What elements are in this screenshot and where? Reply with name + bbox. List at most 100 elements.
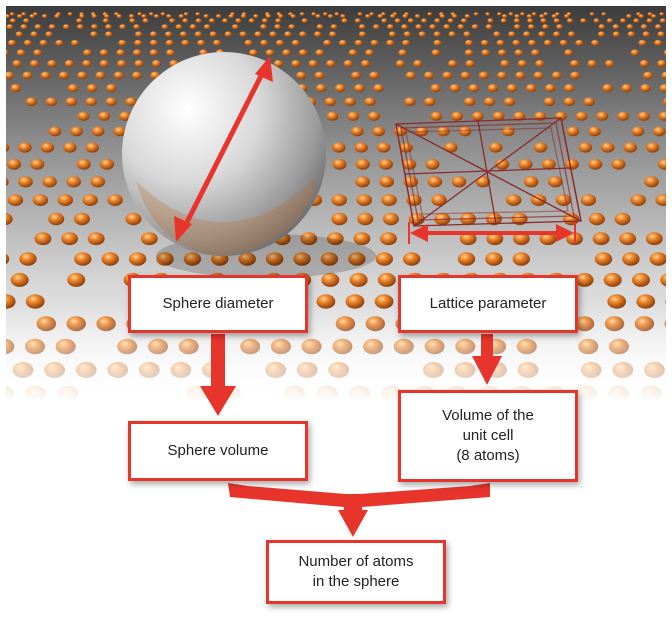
atom [298, 49, 308, 56]
atom [657, 31, 665, 37]
atom [40, 71, 51, 80]
atom [74, 212, 90, 226]
atom [555, 194, 572, 207]
atom [387, 24, 394, 30]
atom [637, 111, 650, 121]
atom [427, 176, 443, 188]
atom [447, 18, 454, 23]
atom [575, 39, 584, 46]
atom [527, 18, 534, 23]
atom [620, 18, 627, 23]
atom [358, 24, 366, 30]
atom [316, 24, 324, 30]
atom [299, 31, 307, 37]
atom [334, 12, 340, 16]
atom [395, 60, 405, 68]
atom [315, 49, 325, 56]
atom [394, 18, 401, 23]
atom [632, 272, 650, 287]
atom [347, 111, 360, 121]
atom [566, 232, 583, 246]
atom [373, 84, 384, 93]
atom [430, 84, 442, 93]
atom [105, 24, 112, 30]
atom [77, 24, 84, 30]
atom [364, 97, 376, 106]
atom [651, 14, 657, 19]
atom [350, 71, 361, 80]
atom [535, 60, 545, 68]
atom [531, 12, 537, 16]
atom [331, 194, 347, 207]
atom [118, 39, 127, 46]
atom [458, 126, 472, 137]
atom [517, 60, 527, 68]
atom [602, 84, 613, 93]
atom [475, 176, 491, 188]
atom [633, 18, 640, 23]
atom [21, 12, 26, 16]
atom [379, 158, 393, 170]
atom [551, 71, 562, 80]
atom [18, 176, 33, 188]
atom [324, 97, 336, 106]
atom [153, 14, 160, 19]
atom [18, 142, 32, 153]
atom [107, 194, 123, 207]
sphere-volume-box: Sphere volume [128, 421, 308, 481]
atom [113, 71, 124, 80]
atom [463, 97, 476, 106]
atom [149, 39, 158, 46]
atom [40, 142, 55, 153]
atom [451, 111, 463, 121]
atom [487, 18, 494, 23]
atom [291, 60, 301, 68]
atom [596, 111, 609, 121]
atom [646, 142, 660, 153]
atom [431, 49, 441, 56]
atom [99, 49, 109, 56]
atom [627, 31, 635, 37]
atom [588, 126, 601, 137]
atom [265, 252, 284, 266]
atom [403, 31, 411, 37]
atom [6, 143, 10, 152]
atom [331, 212, 348, 226]
atom [149, 49, 159, 56]
atom [340, 14, 346, 19]
atom [457, 252, 476, 266]
atom [314, 31, 322, 37]
atom [61, 232, 78, 246]
atom [496, 39, 505, 46]
atom [604, 60, 615, 68]
atom [655, 194, 666, 206]
atom [95, 71, 106, 80]
atom [323, 39, 332, 46]
atom [358, 31, 367, 37]
atom [10, 272, 29, 287]
atom [194, 31, 202, 37]
atom [275, 39, 284, 46]
atom [403, 252, 421, 266]
atom [278, 14, 284, 19]
atom [117, 60, 127, 68]
atom [29, 14, 35, 19]
atom [379, 176, 395, 188]
atom [116, 14, 122, 19]
atom [42, 14, 48, 19]
atom [377, 272, 396, 287]
atom [654, 39, 663, 46]
atom [566, 126, 580, 137]
atom [137, 12, 142, 16]
atom [487, 84, 499, 93]
atom [564, 14, 570, 19]
atom [658, 158, 666, 170]
atom [390, 14, 396, 19]
atom [260, 39, 269, 46]
atom [402, 14, 408, 19]
atom [269, 31, 277, 37]
atom [275, 18, 282, 23]
atom [657, 60, 666, 68]
atom [531, 49, 540, 56]
atom [290, 14, 296, 19]
